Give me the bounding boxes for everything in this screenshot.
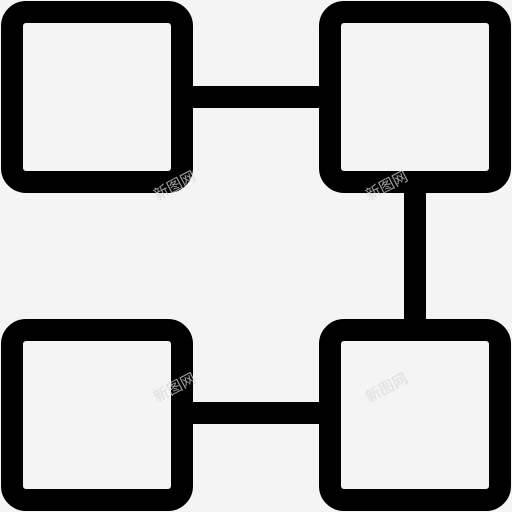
- link-top: [190, 86, 322, 108]
- node-bottom-left: [1, 319, 193, 511]
- node-bottom-right: [319, 319, 511, 511]
- watermark-text: 新图网: [363, 369, 411, 406]
- link-right: [404, 190, 426, 322]
- node-top-right: [319, 1, 511, 193]
- node-top-left: [1, 1, 193, 193]
- link-bottom: [190, 402, 322, 424]
